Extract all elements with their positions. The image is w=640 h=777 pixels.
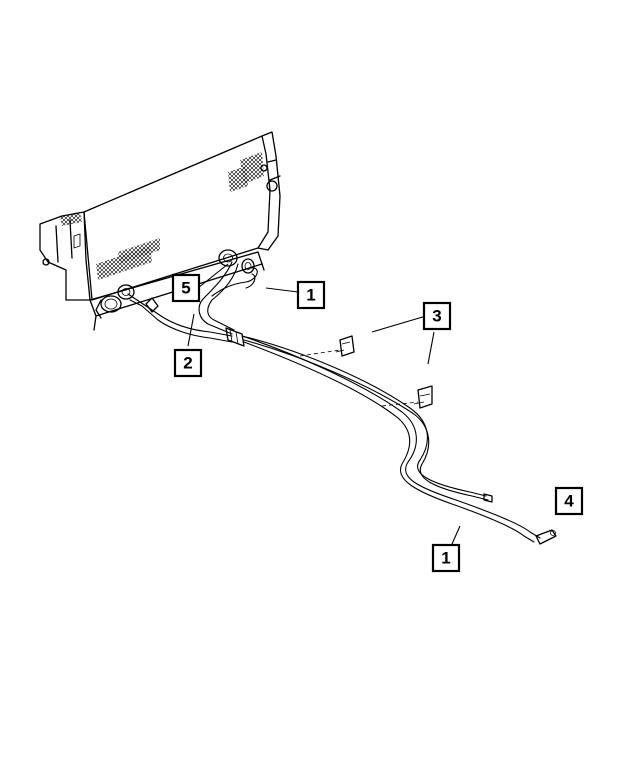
callout-2: 2: [173, 348, 203, 378]
cooler-hoses: [127, 261, 557, 545]
callout-3: 3: [422, 301, 452, 331]
callout-5-label: 5: [181, 279, 190, 298]
callout-1-lower: 1: [431, 543, 461, 573]
callout-5: 5: [171, 273, 201, 303]
callout-2-label: 2: [183, 354, 192, 373]
callout-1-upper: 1: [296, 280, 326, 310]
radiator-assembly: [39, 131, 281, 331]
callout-1-lower-label: 1: [441, 549, 450, 568]
callout-1-upper-label: 1: [306, 286, 315, 305]
callout-3-label: 3: [432, 307, 441, 326]
leader-lines: [187, 263, 461, 545]
callout-4: 4: [554, 486, 584, 516]
tube-brackets: [299, 335, 433, 409]
callout-4-label: 4: [564, 492, 574, 511]
